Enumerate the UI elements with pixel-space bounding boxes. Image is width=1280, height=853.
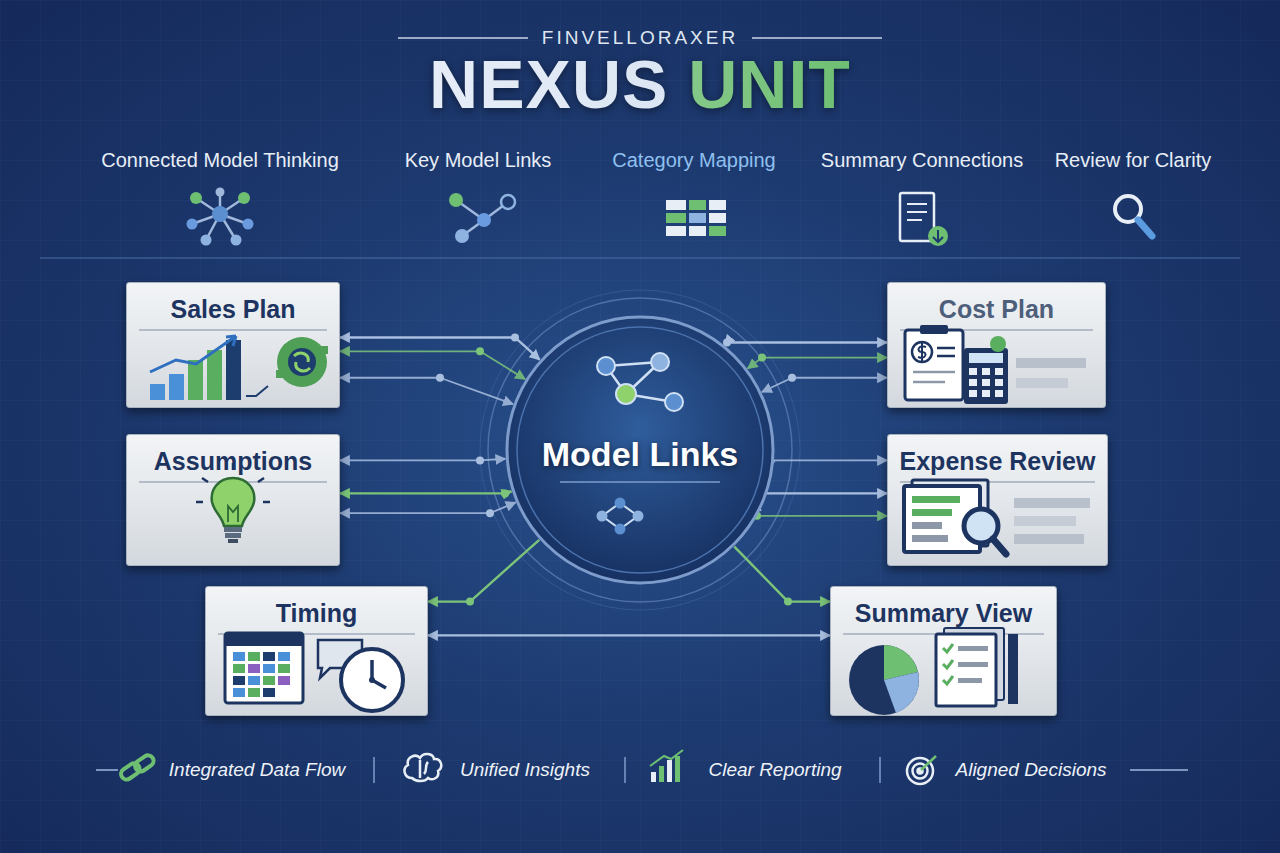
magnifier-icon — [1115, 196, 1152, 236]
connector — [428, 635, 830, 636]
connector-line — [428, 634, 830, 636]
node-title: Model Links — [505, 434, 775, 474]
divider — [139, 481, 327, 483]
footer-separator — [624, 757, 626, 783]
link-icon — [119, 753, 156, 781]
tab-label: Review for Clarity — [1055, 149, 1212, 172]
connector-line — [757, 460, 887, 462]
connector-line — [340, 491, 511, 493]
divider — [843, 633, 1044, 635]
junction-dot — [758, 354, 766, 362]
connector-line — [428, 540, 539, 602]
connector — [340, 456, 516, 517]
junction-dot — [788, 374, 796, 382]
node-title: Sales Plan — [127, 294, 339, 324]
node-title: Summary View — [831, 598, 1056, 628]
junction-dot — [476, 456, 484, 464]
footer-label: Unified Insights — [460, 759, 590, 781]
junction-dot — [476, 347, 484, 355]
tab-label: Category Mapping — [612, 149, 775, 172]
network-icon — [187, 188, 254, 246]
connector-line — [725, 342, 887, 345]
footer-rule — [40, 799, 1240, 802]
connector — [734, 547, 830, 606]
junction-dot — [501, 489, 509, 497]
chart-icon — [650, 750, 683, 782]
band-rule — [40, 131, 1240, 133]
footer-label: Clear Reporting — [708, 759, 841, 781]
junction-dot — [436, 374, 444, 382]
connector-line — [340, 378, 513, 404]
panel-box: Timing — [205, 586, 428, 716]
tab-label: Summary Connections — [821, 149, 1023, 172]
panel-box: Expense Review — [887, 434, 1108, 566]
footer-rule — [40, 737, 1240, 739]
footer-label: Integrated Data Flow — [169, 759, 345, 781]
band-rule — [40, 183, 1240, 185]
panel-box: Sales Plan — [126, 282, 340, 408]
connector-line — [340, 502, 516, 513]
divider — [900, 329, 1093, 331]
divider — [900, 481, 1095, 483]
grid-icon — [666, 200, 726, 236]
hub-circle: Model Links — [505, 315, 775, 585]
footer-label: Aligned Decisions — [955, 759, 1106, 781]
brand-label: FINVELLORAXER — [542, 27, 738, 49]
connector-line — [340, 351, 525, 379]
links-icon — [449, 193, 515, 243]
band-rule — [40, 258, 1240, 259]
connector-line — [734, 547, 830, 602]
connector-line — [762, 378, 887, 392]
divider — [218, 633, 415, 635]
title: NEXUS UNIT — [429, 45, 851, 123]
junction-dot — [784, 598, 792, 606]
connector — [428, 540, 539, 606]
node-title: Expense Review — [888, 446, 1107, 476]
footer-separator — [373, 757, 375, 783]
header-rule — [752, 37, 882, 39]
junction-dot — [511, 333, 519, 341]
node-title: Cost Plan — [888, 294, 1105, 324]
panel-box: Assumptions — [126, 434, 340, 566]
connector-line — [340, 337, 540, 359]
tab-label: Key Model Links — [405, 149, 552, 172]
footer-dash — [1130, 769, 1188, 771]
connector-line — [340, 459, 505, 461]
header-rule — [398, 37, 528, 39]
document-icon — [900, 193, 948, 246]
target-icon — [907, 756, 936, 784]
footer-separator — [879, 757, 881, 783]
hub-ring — [488, 298, 792, 602]
connector-line — [748, 358, 887, 369]
tab-label: Connected Model Thinking — [101, 149, 339, 172]
panel-box: Cost Plan — [887, 282, 1106, 408]
panel-box: Summary View — [830, 586, 1057, 716]
junction-dot — [486, 509, 494, 517]
node-title: Assumptions — [127, 446, 339, 476]
connector — [340, 333, 540, 404]
brain-icon — [405, 754, 442, 781]
junction-dot — [466, 598, 474, 606]
footer-dash — [96, 769, 118, 771]
divider — [139, 329, 327, 331]
connector-line — [757, 515, 887, 517]
hub-ring — [480, 290, 800, 610]
node-title: Timing — [206, 598, 427, 628]
